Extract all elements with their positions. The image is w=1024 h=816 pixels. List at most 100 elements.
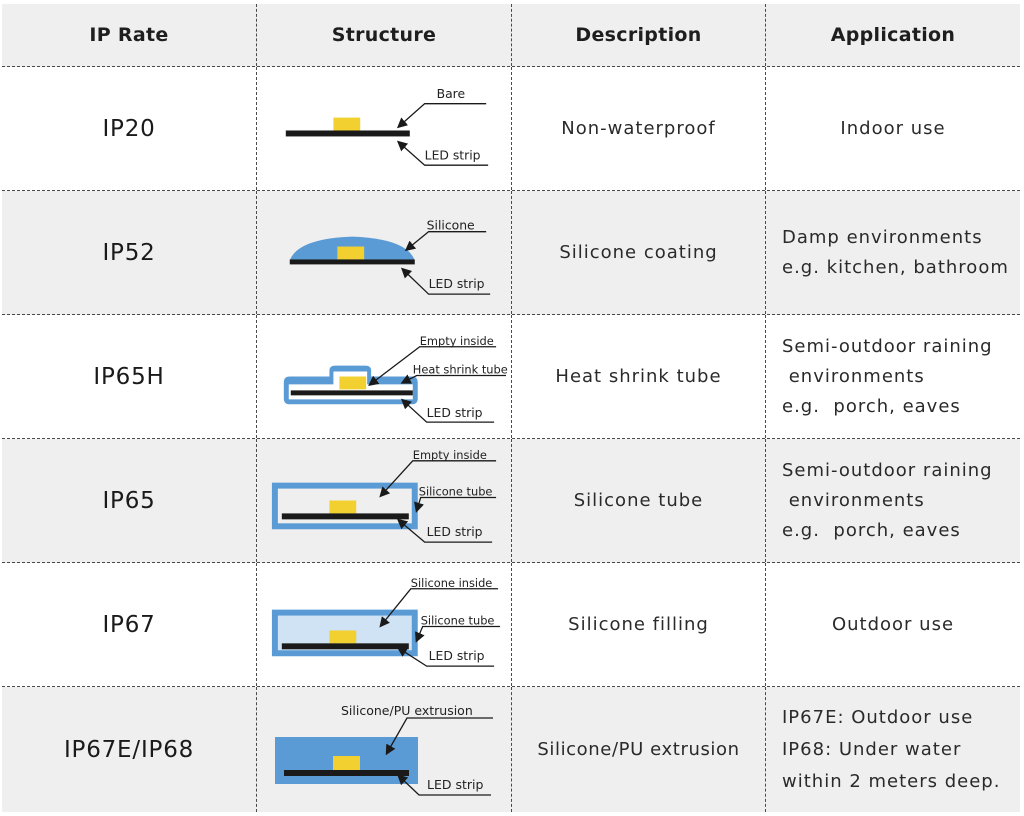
led-chip [337, 246, 365, 260]
led-strip [285, 130, 410, 137]
structure-diagram-ip67e-ip68: Silicone/PU extrusion LED strip [275, 703, 493, 796]
ip-rate-value: IP65H [93, 363, 165, 390]
application-cell: IP67E: Outdoor use IP68: Under water wit… [766, 687, 1020, 812]
application-line: environments [782, 365, 925, 387]
arrow [396, 518, 493, 543]
label-silicone-tube: Silicone tube [419, 485, 493, 499]
label-led-strip: LED strip [427, 405, 483, 420]
ip-rate-cell: IP20 [2, 67, 257, 190]
application-line: Semi-outdoor raining [782, 459, 993, 481]
ip-rate-cell: IP67 [2, 563, 257, 686]
application-line: Semi-outdoor raining [782, 335, 993, 357]
led-strip [284, 770, 409, 776]
description-cell: Silicone/PU extrusion [512, 687, 766, 812]
led-strip [290, 390, 413, 396]
led-strip [281, 643, 409, 650]
header-cell: Structure [257, 4, 512, 66]
application-line: e.g. porch, eaves [782, 519, 961, 541]
application-cell: Semi-outdoor raining environments e.g. p… [766, 439, 1020, 562]
header-structure: Structure [331, 24, 437, 46]
description-cell: Non-waterproof [512, 67, 766, 190]
label-silicone-tube: Silicone tube [421, 614, 495, 628]
led-strip [289, 259, 415, 265]
application-line: IP67E: Outdoor use [782, 706, 974, 728]
header-application: Application [830, 24, 956, 46]
ip-rate-cell: IP67E/IP68 [2, 687, 257, 812]
structure-cell: Silicone LED strip [257, 191, 512, 314]
table-row: IP52 Silicone LED strip Silicone coating… [2, 191, 1020, 315]
arrow [414, 496, 497, 513]
application-cell: Indoor use [766, 67, 1020, 190]
header-description: Description [575, 24, 702, 46]
label-silicone-pu-extrusion: Silicone/PU extrusion [341, 703, 473, 718]
description-value: Silicone coating [559, 242, 718, 263]
application-line: Outdoor use [831, 613, 955, 635]
application-cell: Damp environments e.g. kitchen, bathroom [766, 191, 1020, 314]
arrow [396, 140, 489, 166]
label-bare: Bare [437, 86, 466, 101]
led-chip [333, 117, 361, 131]
label-silicone-inside: Silicone inside [411, 576, 493, 590]
application-cell: Outdoor use [766, 563, 1020, 686]
description-cell: Silicone coating [512, 191, 766, 314]
structure-diagram-ip65: Empty inside Silicone tube LED strip [271, 448, 497, 543]
label-led-strip: LED strip [425, 147, 481, 162]
arrow [404, 231, 487, 252]
ip-rate-value: IP20 [102, 115, 156, 142]
application-cell: Semi-outdoor raining environments e.g. p… [766, 315, 1020, 438]
table-row: IP20 Bare LED strip Non-waterproof Indoo… [2, 67, 1020, 191]
ip-rate-value: IP65 [102, 487, 156, 514]
application-line: Indoor use [840, 117, 946, 139]
description-value: Silicone tube [573, 490, 704, 511]
arrow [385, 717, 493, 756]
label-led-strip: LED strip [429, 276, 485, 291]
structure-diagram-ip67: Silicone inside Silicone tube LED strip [271, 576, 501, 667]
header-cell: Application [766, 4, 1020, 66]
ip-rate-cell: IP65 [2, 439, 257, 562]
structure-cell: Empty inside Silicone tube LED strip [257, 439, 512, 562]
structure-cell: Bare LED strip [257, 67, 512, 190]
structure-diagram-ip52: Silicone LED strip [289, 218, 491, 295]
led-strip [281, 513, 409, 520]
ip-rate-value: IP52 [102, 239, 156, 266]
ip-rate-cell: IP52 [2, 191, 257, 314]
ip-rate-cell: IP65H [2, 315, 257, 438]
led-chip [333, 756, 360, 770]
led-chip [329, 500, 357, 514]
label-silicone: Silicone [427, 218, 475, 233]
application-line: within 2 meters deep. [782, 770, 1001, 792]
label-empty-inside: Empty inside [420, 334, 494, 348]
arrow [396, 103, 487, 129]
description-value: Non-waterproof [561, 118, 716, 139]
structure-cell: Empty inside Heat shrink tube LED strip [257, 315, 512, 438]
ip-rate-value: IP67 [102, 611, 156, 638]
table-row: IP67 Silicone inside Silicone tube LED s… [2, 563, 1020, 687]
ip-rate-value: IP67E/IP68 [63, 736, 195, 763]
application-line: e.g. porch, eaves [782, 395, 961, 417]
description-cell: Silicone tube [512, 439, 766, 562]
description-value: Heat shrink tube [555, 366, 722, 387]
application-line: e.g. kitchen, bathroom [782, 256, 1009, 278]
led-chip [329, 630, 357, 644]
structure-diagram-ip20: Bare LED strip [285, 86, 489, 166]
arrow [397, 774, 491, 796]
label-heat-shrink-tube: Heat shrink tube [413, 363, 508, 377]
label-empty-inside: Empty inside [413, 448, 487, 462]
application-line: Damp environments [782, 226, 983, 248]
description-value: Silicone filling [568, 614, 709, 635]
description-cell: Heat shrink tube [512, 315, 766, 438]
table-row: IP67E/IP68 Silicone/PU extrusion LED str… [2, 687, 1020, 812]
label-led-strip: LED strip [427, 524, 483, 539]
arrow [400, 374, 507, 384]
arrow [396, 646, 495, 667]
description-value: Silicone/PU extrusion [537, 739, 740, 760]
description-cell: Silicone filling [512, 563, 766, 686]
header-cell: Description [512, 4, 766, 66]
application-line: IP68: Under water [782, 738, 962, 760]
structure-cell: Silicone/PU extrusion LED strip [257, 687, 512, 812]
application-line: environments [782, 489, 925, 511]
arrow [415, 625, 501, 643]
table-row: IP65H Empty inside Heat shrink tube LED … [2, 315, 1020, 439]
structure-diagram-ip65h: Empty inside Heat shrink tube LED strip [283, 334, 508, 423]
label-led-strip: LED strip [427, 777, 483, 792]
